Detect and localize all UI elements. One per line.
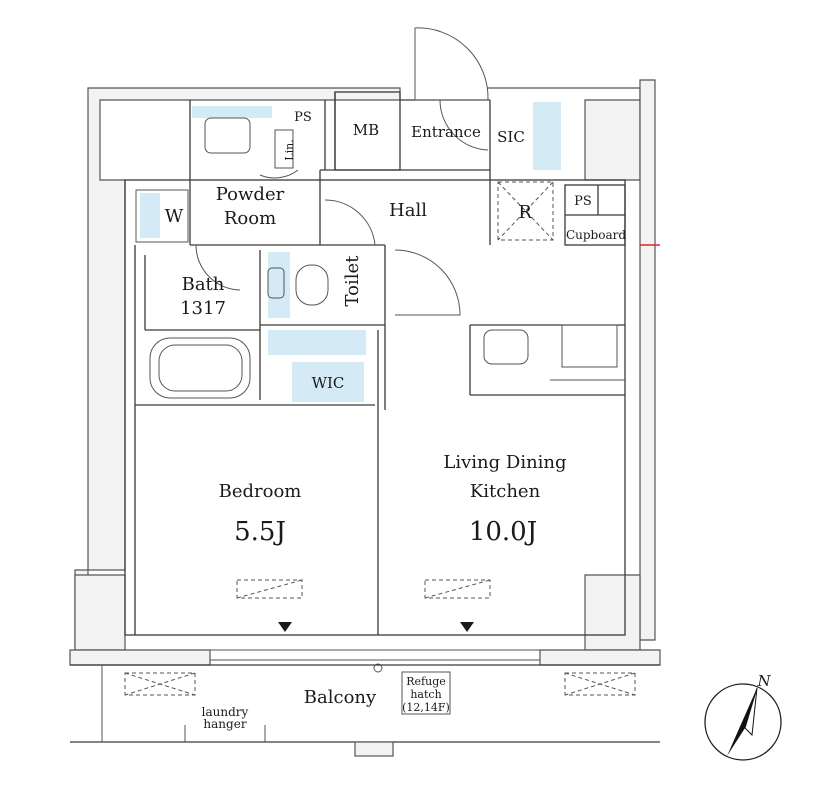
ldk-size-label: 10.0J [469, 517, 537, 547]
structural-walls [69, 79, 661, 666]
entrance-label: Entrance [411, 123, 481, 141]
refuge-label-2: hatch [410, 688, 441, 701]
ldk-label-1: Living Dining [443, 452, 566, 473]
laundry-label-2: hanger [203, 717, 246, 731]
compass: N [704, 672, 782, 761]
lin-label: Lin. [283, 139, 296, 160]
balcony-label: Balcony [304, 687, 377, 708]
w-label: W [165, 206, 184, 227]
hall-label: Hall [389, 200, 427, 221]
balcony-area [70, 622, 660, 757]
bath-size-label: 1317 [180, 298, 226, 319]
doors [195, 27, 489, 316]
compass-needle-icon [727, 688, 757, 756]
compass-ring [704, 683, 782, 761]
r-label: R [518, 202, 532, 223]
wic-label: WIC [312, 374, 345, 392]
sic-label: SIC [497, 128, 525, 146]
compass-north-label: N [756, 672, 771, 690]
refuge-label-1: Refuge [406, 675, 446, 688]
toilet-label: Toilet [342, 255, 363, 307]
bedroom-size-label: 5.5J [234, 517, 286, 547]
bath-label: Bath [182, 274, 225, 295]
powder-room-label-1: Powder [216, 184, 285, 205]
fixtures [124, 117, 636, 696]
laundry-label-1: laundry [202, 705, 249, 719]
refuge-label-3: (12,14F) [402, 701, 450, 714]
room-labels: PS Lin. MB Entrance SIC Powder Room W Ha… [165, 110, 627, 731]
powder-room-label-2: Room [224, 208, 276, 229]
cupboard-label: Cupboard [566, 228, 626, 242]
interior-walls [124, 91, 626, 636]
bedroom-label: Bedroom [219, 481, 302, 502]
ps-top-label: PS [294, 110, 312, 125]
storage-areas [140, 102, 561, 402]
ldk-label-2: Kitchen [470, 481, 541, 502]
ps-right-label: PS [574, 194, 592, 209]
mb-label: MB [353, 121, 379, 139]
